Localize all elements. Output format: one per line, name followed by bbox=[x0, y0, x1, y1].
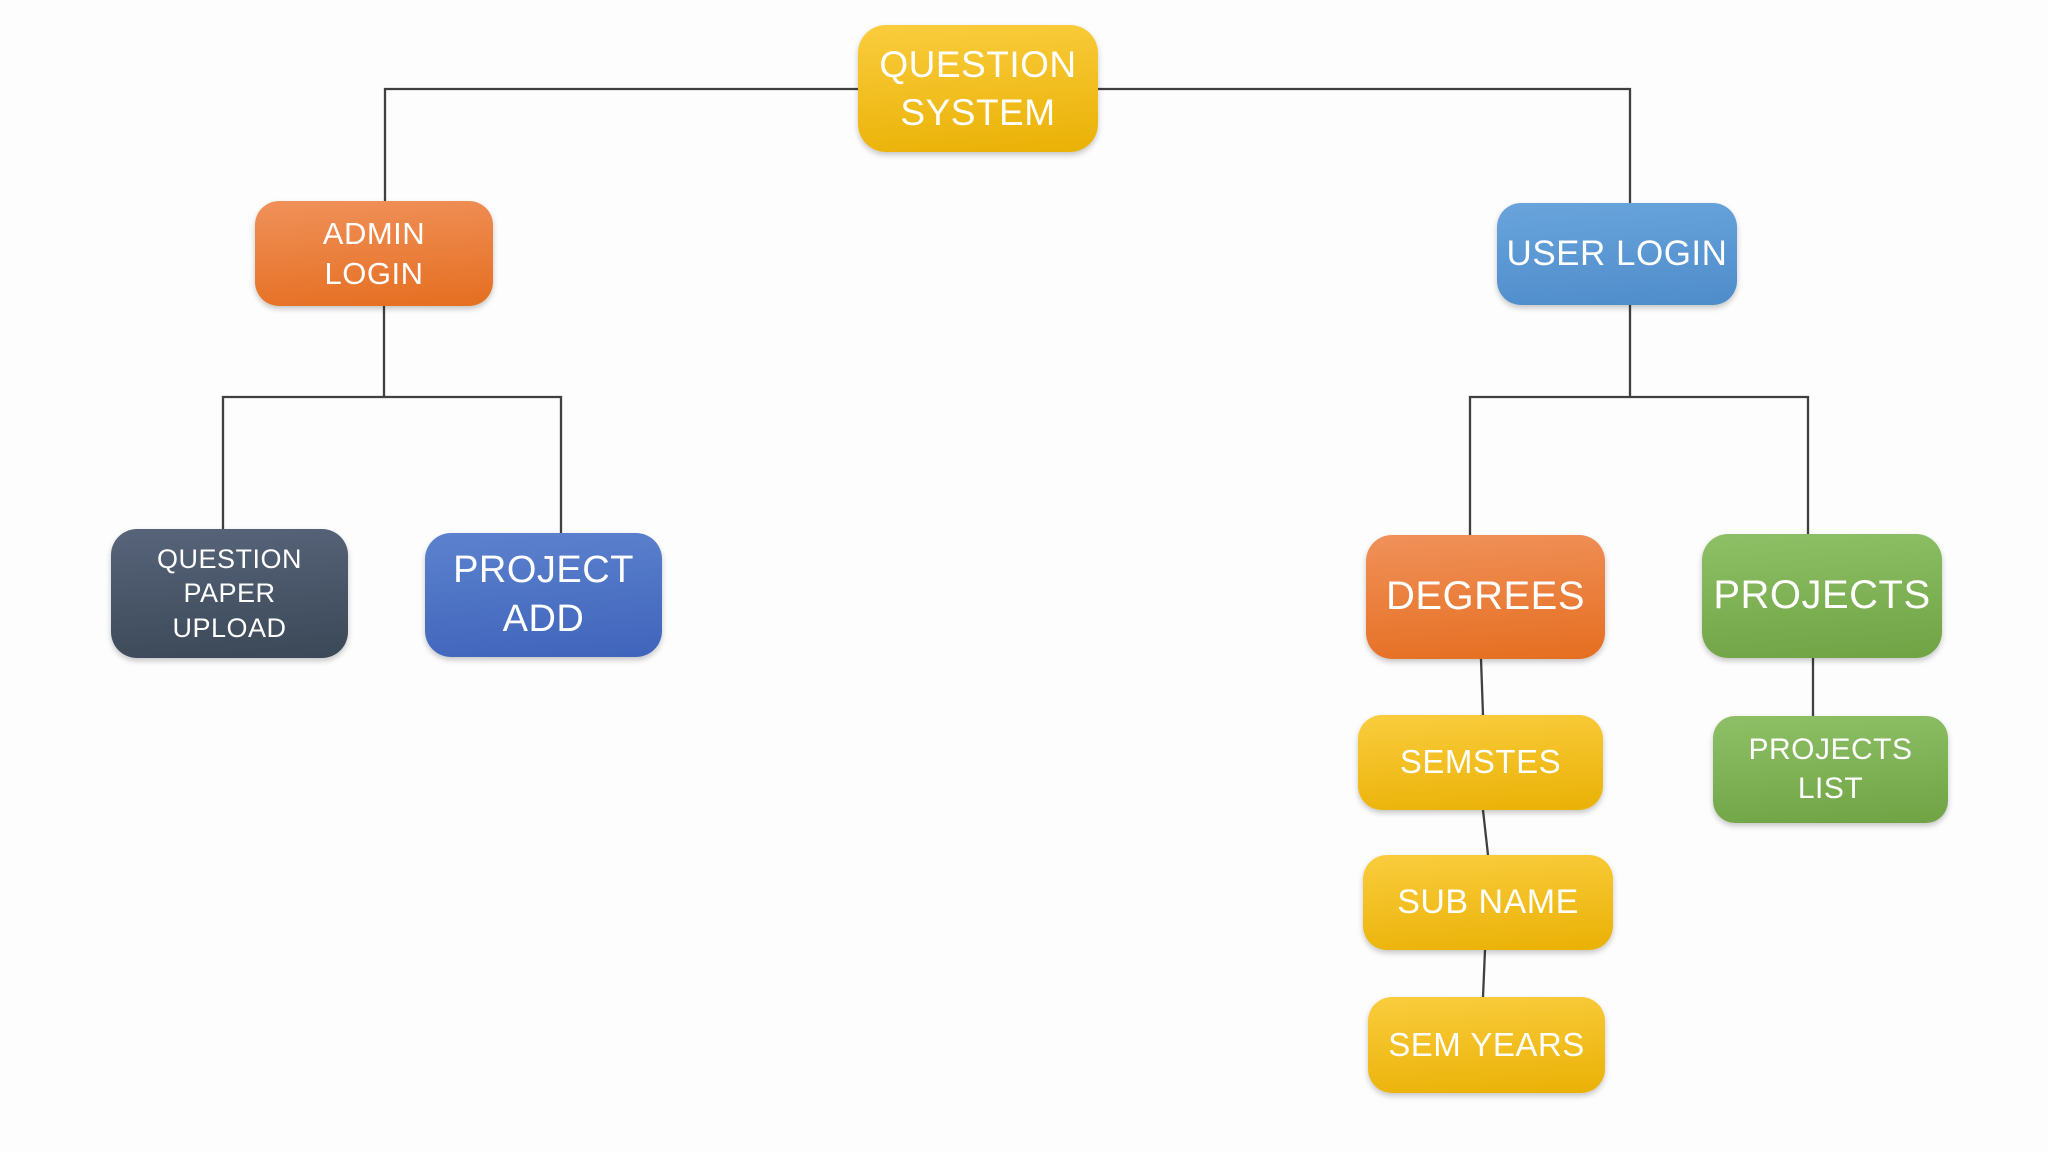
node-sem-years: SEM YEARS bbox=[1368, 997, 1605, 1093]
edge-admin-children bbox=[221, 395, 563, 533]
node-project-add: PROJECT ADD bbox=[425, 533, 662, 657]
edge-semstes-subname bbox=[1481, 809, 1490, 856]
node-degrees: DEGREES bbox=[1366, 535, 1605, 659]
node-question-paper-upload: QUESTION PAPER UPLOAD bbox=[111, 529, 348, 658]
node-projects: PROJECTS bbox=[1702, 534, 1942, 658]
node-sub-name: SUB NAME bbox=[1363, 855, 1613, 950]
node-projects-list: PROJECTS LIST bbox=[1713, 716, 1948, 823]
edge-subname-semyears bbox=[1481, 949, 1487, 998]
edge-degrees-semstes bbox=[1479, 658, 1485, 716]
node-question-system: QUESTION SYSTEM bbox=[858, 25, 1098, 152]
edge-user-children bbox=[1468, 395, 1810, 535]
node-user-login: USER LOGIN bbox=[1497, 203, 1737, 305]
node-semstes: SEMSTES bbox=[1358, 715, 1603, 810]
node-admin-login: ADMIN LOGIN bbox=[255, 201, 493, 306]
